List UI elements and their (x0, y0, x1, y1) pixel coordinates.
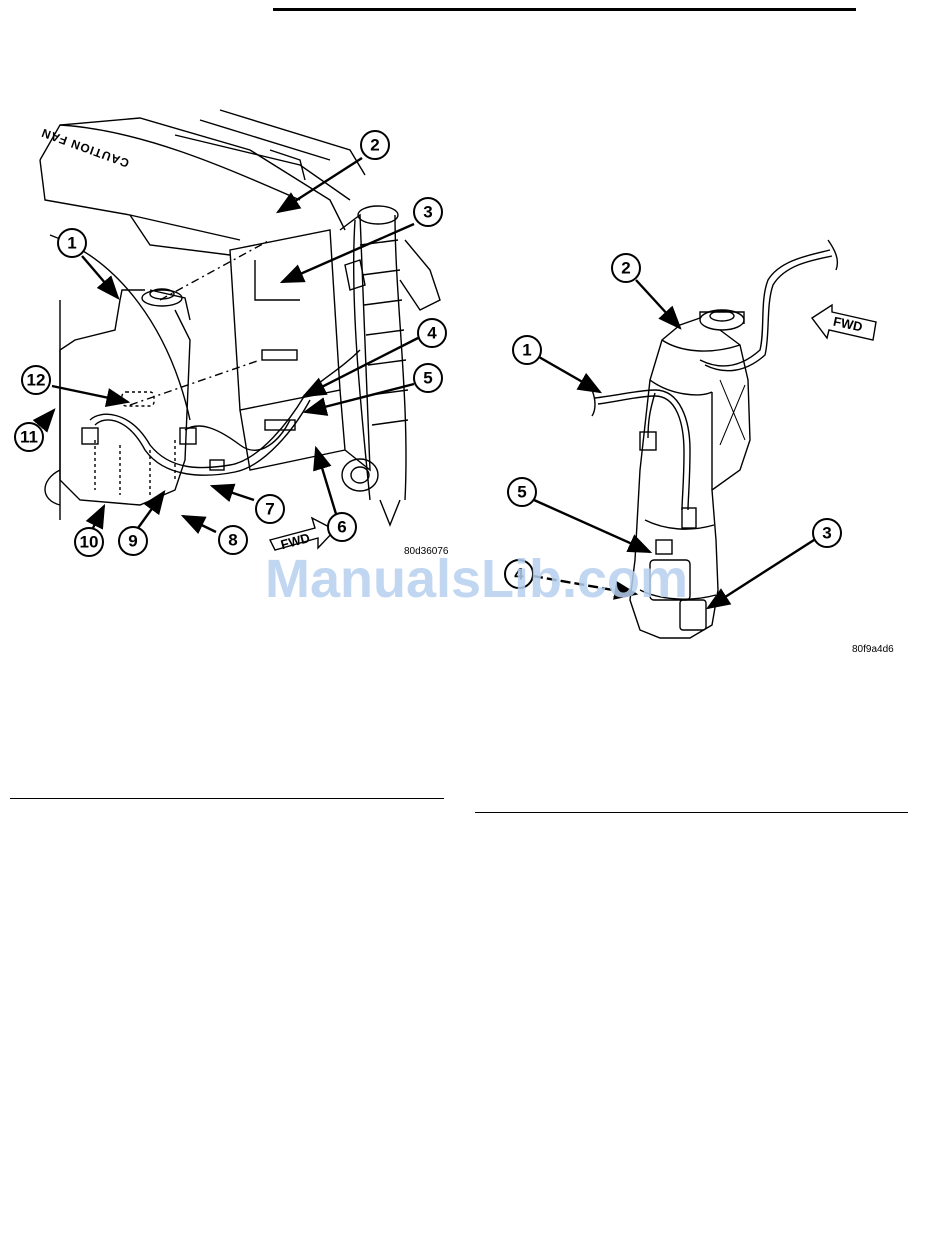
left-callout-11-label: 11 (20, 428, 38, 447)
coolant-reservoir (45, 289, 190, 505)
left-callout-2-label: 2 (370, 136, 379, 155)
right-callout-5: 5 (508, 478, 536, 506)
left-callout-6-label: 6 (337, 518, 346, 537)
right-callout-1: 1 (513, 336, 541, 364)
left-callout-8-label: 8 (228, 531, 237, 550)
right-callout-1-label: 1 (522, 341, 531, 360)
left-callout-6: 6 (328, 513, 356, 541)
left-callout-1: 1 (58, 229, 86, 257)
right-callout-5-label: 5 (517, 483, 526, 502)
left-callout-7: 7 (256, 495, 284, 523)
right-callouts: 1 2 3 4 5 (505, 254, 841, 588)
left-callout-4: 4 (418, 319, 446, 347)
left-callout-5: 5 (414, 364, 442, 392)
caution-fan-label: CAUTION FAN (39, 125, 131, 170)
left-figure: CAUTION FAN (39, 110, 440, 552)
left-callout-8: 8 (219, 526, 247, 554)
right-callout-2-label: 2 (621, 259, 630, 278)
left-callout-3: 3 (414, 198, 442, 226)
left-callout-4-label: 4 (427, 324, 437, 343)
left-callout-1-label: 1 (67, 234, 76, 253)
left-callout-9: 9 (119, 527, 147, 555)
left-callout-2: 2 (361, 131, 389, 159)
left-callout-7-label: 7 (265, 500, 274, 519)
left-callout-12: 12 (22, 366, 50, 394)
left-leaders (42, 158, 418, 532)
right-harness (592, 240, 837, 554)
left-callout-10-label: 10 (80, 533, 99, 552)
right-callout-2: 2 (612, 254, 640, 282)
right-figure-code: 80f9a4d6 (852, 644, 894, 655)
left-callout-9-label: 9 (128, 532, 137, 551)
left-callout-11: 11 (15, 423, 43, 451)
left-callout-12-label: 12 (27, 371, 46, 390)
left-callout-10: 10 (75, 528, 103, 556)
watermark: ManualsLib.com (265, 548, 705, 610)
right-callout-3-label: 3 (822, 524, 831, 543)
alignment-line-2 (130, 360, 260, 405)
left-callout-5-label: 5 (423, 369, 432, 388)
fan-shroud (40, 110, 365, 520)
left-callout-3-label: 3 (423, 203, 432, 222)
right-callout-3: 3 (813, 519, 841, 547)
